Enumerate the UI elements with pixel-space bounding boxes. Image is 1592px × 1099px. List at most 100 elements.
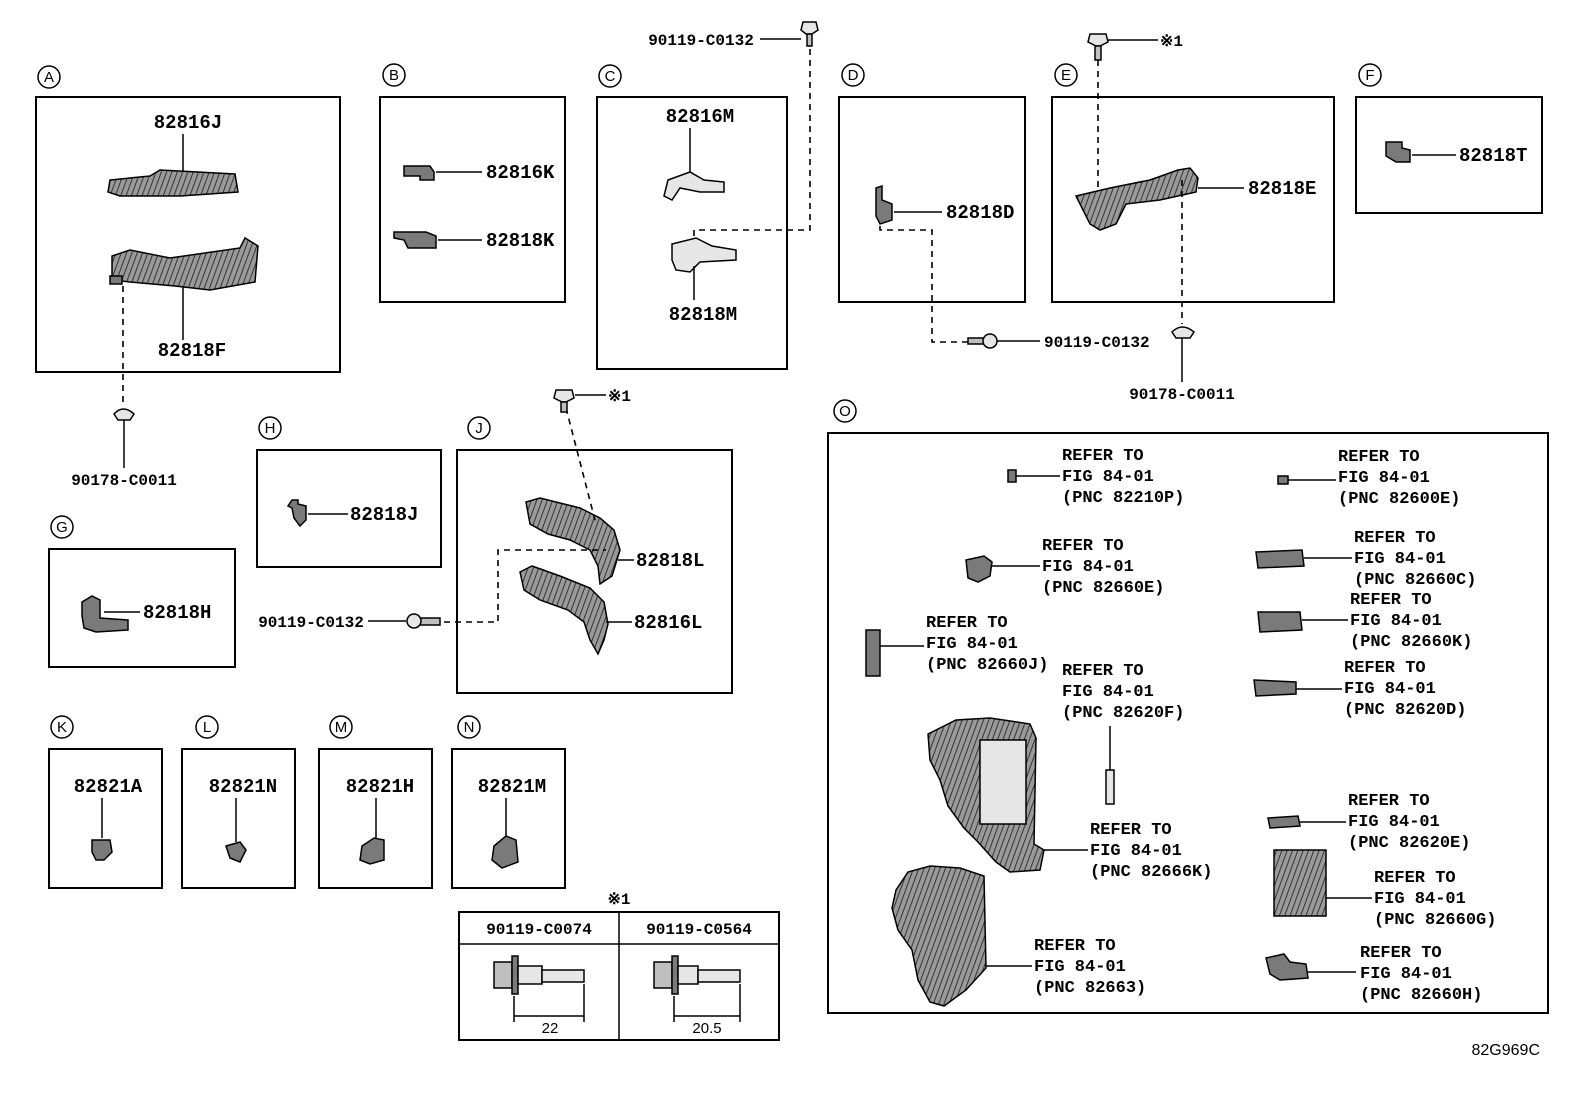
refer-line: REFER TO xyxy=(1354,529,1436,548)
part-label-82821m[interactable]: 82821M xyxy=(478,776,546,798)
bracket-82816m xyxy=(663,171,725,201)
part-label-82816l[interactable]: 82816L xyxy=(634,612,702,634)
fuse-block-82660j xyxy=(865,629,881,677)
section-c-frame xyxy=(596,96,788,370)
section-letter-d-circle xyxy=(841,63,865,87)
section-letter-l-circle xyxy=(195,715,219,739)
section-h: H 82818J xyxy=(256,416,442,568)
refer-note-82620f[interactable]: REFER TO FIG 84-01 (PNC 82620F) xyxy=(1062,662,1184,723)
bolt-part-90119-c0564[interactable]: 90119-C0564 xyxy=(646,921,752,939)
section-l-frame xyxy=(181,748,296,889)
clip-82821h xyxy=(359,837,385,865)
part-label-90119-c0132[interactable]: 90119-C0132 xyxy=(258,614,364,632)
part-label-82816k[interactable]: 82816K xyxy=(486,162,555,184)
bracket-82818e xyxy=(1074,167,1199,231)
connector-82818t xyxy=(1385,141,1411,163)
section-o: O REFER TO FIG 84-01 (PNC 82210P) REFER … xyxy=(827,399,1549,1014)
refer-line: FIG 84-01 xyxy=(1354,550,1446,569)
section-m-frame xyxy=(318,748,433,889)
refer-line: REFER TO xyxy=(1090,821,1172,840)
refer-note-82660j[interactable]: REFER TO FIG 84-01 (PNC 82660J) xyxy=(926,614,1048,675)
bracket-82818l xyxy=(525,497,621,586)
section-letter-j-circle xyxy=(467,416,491,440)
part-label-82818d[interactable]: 82818D xyxy=(946,202,1014,224)
part-label-82818f[interactable]: 82818F xyxy=(158,340,226,362)
relay-82660k xyxy=(1257,611,1303,633)
section-letter-h: H xyxy=(265,420,276,437)
part-label-82818t[interactable]: 82818T xyxy=(1459,145,1527,167)
part-label-82818e[interactable]: 82818E xyxy=(1248,178,1316,200)
bolt-length-20-5: 20.5 xyxy=(692,1020,721,1037)
refer-note-82600e[interactable]: REFER TO FIG 84-01 (PNC 82600E) xyxy=(1338,448,1460,509)
part-label-82821h[interactable]: 82821H xyxy=(346,776,414,798)
bracket-82818m xyxy=(671,237,737,273)
refer-line: (PNC 82660C) xyxy=(1354,571,1476,590)
refer-note-82620e[interactable]: REFER TO FIG 84-01 (PNC 82620E) xyxy=(1348,792,1470,853)
diagram-code: 82G969C xyxy=(1472,1042,1541,1059)
refer-line: (PNC 82660G) xyxy=(1374,911,1496,930)
section-letter-e-circle xyxy=(1054,63,1078,87)
section-letter-o: O xyxy=(839,403,851,420)
section-l: L 82821N xyxy=(181,715,296,889)
refer-line: (PNC 82660J) xyxy=(926,656,1048,675)
screw-90119-c0132 xyxy=(800,21,819,35)
section-letter-j: J xyxy=(475,420,483,437)
refer-line: (PNC 82620F) xyxy=(1062,704,1184,723)
refer-note-82210p[interactable]: REFER TO FIG 84-01 (PNC 82210P) xyxy=(1062,447,1184,508)
refer-line: REFER TO xyxy=(1350,591,1432,610)
part-label-82816j[interactable]: 82816J xyxy=(154,112,222,134)
part-label-82816m[interactable]: 82816M xyxy=(666,106,734,128)
relay-82660h xyxy=(1265,953,1309,981)
section-d-frame xyxy=(838,96,1026,303)
refer-line: (PNC 82620D) xyxy=(1344,701,1466,720)
fuse-82620e xyxy=(1267,815,1301,829)
part-label-82821n[interactable]: 82821N xyxy=(209,776,277,798)
refer-note-82663[interactable]: REFER TO FIG 84-01 (PNC 82663) xyxy=(1034,937,1146,998)
refer-line: FIG 84-01 xyxy=(1062,683,1154,702)
part-label-90178-c0011[interactable]: 90178-C0011 xyxy=(1129,386,1235,404)
section-letter-g: G xyxy=(56,519,68,536)
bolt-part-90119-c0074[interactable]: 90119-C0074 xyxy=(486,921,592,939)
part-label-90119-c0132[interactable]: 90119-C0132 xyxy=(648,32,754,50)
section-g-frame xyxy=(48,548,236,668)
relay-82660c xyxy=(1255,549,1305,569)
relay-block-82660g xyxy=(1273,849,1327,917)
part-label-82818h[interactable]: 82818H xyxy=(143,602,211,624)
section-k: K 82821A xyxy=(48,715,163,889)
part-label-82818m[interactable]: 82818M xyxy=(669,304,737,326)
dashed-guide xyxy=(444,549,606,623)
refer-note-82660e[interactable]: REFER TO FIG 84-01 (PNC 82660E) xyxy=(1042,537,1164,598)
part-label-90119-c0132[interactable]: 90119-C0132 xyxy=(1044,334,1150,352)
refer-line: FIG 84-01 xyxy=(1338,469,1430,488)
refer-line: REFER TO xyxy=(1062,662,1144,681)
clip-90178-c0011 xyxy=(1171,326,1195,339)
screw-90119-c0132 xyxy=(406,613,422,629)
part-label-90178-c0011[interactable]: 90178-C0011 xyxy=(71,472,177,490)
refer-note-82620d[interactable]: REFER TO FIG 84-01 (PNC 82620D) xyxy=(1344,659,1466,720)
part-label-82818l[interactable]: 82818L xyxy=(636,550,704,572)
refer-note-82666k[interactable]: REFER TO FIG 84-01 (PNC 82666K) xyxy=(1090,821,1212,882)
section-b-frame xyxy=(379,96,566,303)
refer-note-82660g[interactable]: REFER TO FIG 84-01 (PNC 82660G) xyxy=(1374,869,1496,930)
refer-line: (PNC 82660K) xyxy=(1350,633,1472,652)
screw-90119-c0132 xyxy=(982,333,998,349)
part-label-82818k[interactable]: 82818K xyxy=(486,230,555,252)
section-letter-c: C xyxy=(605,68,616,85)
junction-block-face xyxy=(979,739,1027,825)
refer-line: FIG 84-01 xyxy=(1348,813,1440,832)
section-e: E 82818E ※1 90178-C0011 xyxy=(1051,33,1335,404)
refer-note-82660h[interactable]: REFER TO FIG 84-01 (PNC 82660H) xyxy=(1360,944,1482,1005)
section-h-frame xyxy=(256,449,442,568)
bracket-82818d xyxy=(875,184,893,225)
section-letter-m: M xyxy=(335,719,348,736)
section-letter-d: D xyxy=(848,67,859,84)
part-label-82821a[interactable]: 82821A xyxy=(74,776,143,798)
part-label-82818j[interactable]: 82818J xyxy=(350,504,418,526)
refer-line: FIG 84-01 xyxy=(1042,558,1134,577)
bolt-head xyxy=(493,961,513,989)
bolt-shank xyxy=(560,401,568,413)
refer-line: FIG 84-01 xyxy=(926,635,1018,654)
refer-note-82660k[interactable]: REFER TO FIG 84-01 (PNC 82660K) xyxy=(1350,591,1472,652)
refer-note-82660c[interactable]: REFER TO FIG 84-01 (PNC 82660C) xyxy=(1354,529,1476,590)
